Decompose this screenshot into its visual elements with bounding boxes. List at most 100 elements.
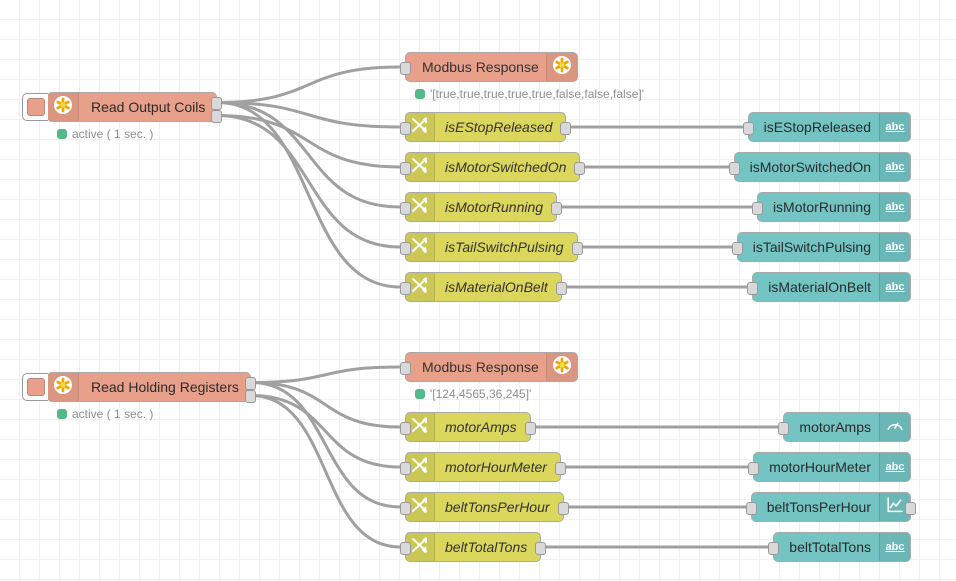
holding-registers-flow-change-motorHourMeter-output-port-1[interactable] bbox=[555, 461, 566, 475]
output-coils-flow-widget-isTailSwitchPulsing-label: isTailSwitchPulsing bbox=[752, 239, 871, 255]
holding-registers-flow-source-inject-button[interactable] bbox=[22, 373, 48, 401]
holding-registers-flow-widget-motorHourMeter-input-port[interactable] bbox=[748, 461, 759, 475]
output-coils-flow-change-isTailSwitchPulsing-label: isTailSwitchPulsing bbox=[445, 239, 564, 255]
holding-registers-flow-change-beltTotalTons-output-port-1[interactable] bbox=[535, 541, 546, 555]
output-coils-flow-change-isTailSwitchPulsing-input-port[interactable] bbox=[400, 241, 411, 255]
holding-registers-flow-source-status-text: active ( 1 sec. ) bbox=[72, 407, 154, 421]
holding-registers-flow-response-node-input-port[interactable] bbox=[400, 361, 411, 375]
output-coils-flow-change-isEStopReleased[interactable]: isEStopReleased bbox=[400, 112, 571, 142]
holding-registers-flow-response-status: '[124,4565,36,245]' bbox=[415, 388, 531, 400]
output-coils-flow-widget-isMotorRunning-input-port[interactable] bbox=[752, 201, 763, 215]
holding-registers-flow-change-beltTotalTons[interactable]: beltTotalTons bbox=[400, 532, 546, 562]
output-coils-flow-change-isMotorRunning-output-port-1[interactable] bbox=[551, 201, 562, 215]
modbus-icon bbox=[552, 55, 572, 80]
output-coils-flow-widget-isMotorRunning-label: isMotorRunning bbox=[772, 199, 871, 215]
holding-registers-flow-response-node[interactable]: Modbus Response bbox=[400, 352, 578, 382]
holding-registers-flow-widget-beltTotalTons-input-port[interactable] bbox=[768, 541, 779, 555]
output-coils-flow-widget-isMaterialOnBelt[interactable]: isMaterialOnBelt abc bbox=[747, 272, 911, 302]
output-coils-flow-change-isMotorSwitchedOn[interactable]: isMotorSwitchedOn bbox=[400, 152, 585, 182]
output-coils-flow-widget-isMotorRunning[interactable]: isMotorRunning abc bbox=[752, 192, 911, 222]
output-coils-flow-widget-isMaterialOnBelt-body: isMaterialOnBelt bbox=[753, 273, 879, 301]
output-coils-flow-change-isMotorRunning-input-port[interactable] bbox=[400, 201, 411, 215]
holding-registers-flow-change-beltTonsPerHour-input-port[interactable] bbox=[400, 501, 411, 515]
holding-registers-flow-response-node-body: Modbus Response bbox=[406, 353, 546, 381]
holding-registers-flow-source-inject-pad bbox=[26, 378, 45, 396]
output-coils-flow-widget-isMaterialOnBelt-input-port[interactable] bbox=[747, 281, 758, 295]
holding-registers-flow-change-motorHourMeter[interactable]: motorHourMeter bbox=[400, 452, 566, 482]
text-abc-icon-wrap: abc bbox=[879, 273, 910, 301]
output-coils-flow-source-node-output-port-1[interactable] bbox=[211, 97, 222, 110]
chart-icon-wrap bbox=[879, 493, 910, 521]
holding-registers-flow-response-node-label: Modbus Response bbox=[422, 359, 539, 375]
holding-registers-flow-change-motorAmps[interactable]: motorAmps bbox=[400, 412, 536, 442]
holding-registers-flow-source-node-output-port-2[interactable] bbox=[245, 390, 256, 403]
holding-registers-flow-widget-beltTonsPerHour-output-port-1[interactable] bbox=[905, 501, 916, 515]
text-abc-icon: abc bbox=[885, 280, 905, 293]
output-coils-flow-widget-isMotorSwitchedOn-body: isMotorSwitchedOn bbox=[735, 153, 879, 181]
holding-registers-flow-change-beltTotalTons-label: beltTotalTons bbox=[445, 539, 528, 555]
wire bbox=[216, 101, 401, 209]
change-icon bbox=[410, 235, 430, 260]
holding-registers-flow-change-motorAmps-input-port[interactable] bbox=[400, 421, 411, 435]
holding-registers-flow-change-motorHourMeter-input-port[interactable] bbox=[400, 461, 411, 475]
output-coils-flow-change-isMotorRunning[interactable]: isMotorRunning bbox=[400, 192, 562, 222]
holding-registers-flow-change-motorAmps-output-port-1[interactable] bbox=[525, 421, 536, 435]
output-coils-flow-change-isTailSwitchPulsing-output-port-1[interactable] bbox=[572, 241, 583, 255]
output-coils-flow-response-node-body: Modbus Response bbox=[406, 53, 546, 81]
holding-registers-flow-widget-beltTonsPerHour[interactable]: beltTonsPerHour bbox=[746, 492, 916, 522]
text-abc-icon: abc bbox=[885, 120, 905, 133]
change-icon bbox=[410, 495, 430, 520]
output-coils-flow-widget-isEStopReleased-input-port[interactable] bbox=[743, 121, 754, 135]
holding-registers-flow-source-node-output-port-1[interactable] bbox=[245, 377, 256, 390]
holding-registers-flow-widget-motorAmps[interactable]: motorAmps bbox=[778, 412, 911, 442]
output-coils-flow-change-isEStopReleased-input-port[interactable] bbox=[400, 121, 411, 135]
output-coils-flow-change-isTailSwitchPulsing[interactable]: isTailSwitchPulsing bbox=[400, 232, 583, 262]
output-coils-flow-change-isTailSwitchPulsing-body: isTailSwitchPulsing bbox=[435, 233, 577, 261]
holding-registers-flow-change-beltTonsPerHour-output-port-1[interactable] bbox=[558, 501, 569, 515]
holding-registers-flow-change-beltTonsPerHour[interactable]: beltTonsPerHour bbox=[400, 492, 569, 522]
wire bbox=[250, 394, 401, 469]
output-coils-flow-change-isEStopReleased-output-port-1[interactable] bbox=[560, 121, 571, 135]
output-coils-flow-change-isEStopReleased-label: isEStopReleased bbox=[445, 119, 553, 135]
output-coils-flow-change-isMaterialOnBelt-label: isMaterialOnBelt bbox=[445, 279, 548, 295]
modbus-icon-wrap bbox=[546, 353, 577, 381]
holding-registers-flow-source-node[interactable]: Read Holding Registers bbox=[47, 372, 256, 403]
output-coils-flow-widget-isTailSwitchPulsing-input-port[interactable] bbox=[732, 241, 743, 255]
output-coils-flow-response-node-input-port[interactable] bbox=[400, 61, 411, 75]
holding-registers-flow-source-status-dot bbox=[57, 409, 67, 419]
holding-registers-flow-widget-motorAmps-input-port[interactable] bbox=[778, 421, 789, 435]
modbus-icon-wrap bbox=[546, 53, 577, 81]
output-coils-flow-change-isEStopReleased-body: isEStopReleased bbox=[435, 113, 565, 141]
text-abc-icon-wrap: abc bbox=[879, 153, 910, 181]
output-coils-flow-source-node-output-port-2[interactable] bbox=[211, 110, 222, 123]
text-abc-icon: abc bbox=[885, 200, 905, 213]
holding-registers-flow-source-status: active ( 1 sec. ) bbox=[57, 408, 153, 420]
output-coils-flow-source-status-dot bbox=[57, 129, 67, 139]
output-coils-flow-widget-isMotorSwitchedOn-input-port[interactable] bbox=[729, 161, 740, 175]
holding-registers-flow-change-beltTotalTons-input-port[interactable] bbox=[400, 541, 411, 555]
output-coils-flow-change-isMaterialOnBelt-output-port-1[interactable] bbox=[556, 281, 567, 295]
output-coils-flow-widget-isTailSwitchPulsing-body: isTailSwitchPulsing bbox=[738, 233, 879, 261]
output-coils-flow-change-isMaterialOnBelt[interactable]: isMaterialOnBelt bbox=[400, 272, 567, 302]
holding-registers-flow-widget-beltTotalTons-label: beltTotalTons bbox=[789, 539, 871, 555]
holding-registers-flow-widget-beltTonsPerHour-input-port[interactable] bbox=[746, 501, 757, 515]
holding-registers-flow-widget-motorHourMeter-body: motorHourMeter bbox=[754, 453, 879, 481]
output-coils-flow-change-isMaterialOnBelt-input-port[interactable] bbox=[400, 281, 411, 295]
modbus-icon-wrap bbox=[48, 93, 79, 121]
output-coils-flow-change-isMaterialOnBelt-body: isMaterialOnBelt bbox=[435, 273, 561, 301]
output-coils-flow-source-inject-button[interactable] bbox=[22, 93, 48, 121]
holding-registers-flow-source-node-label: Read Holding Registers bbox=[91, 379, 239, 395]
output-coils-flow-change-isMotorSwitchedOn-input-port[interactable] bbox=[400, 161, 411, 175]
output-coils-flow-change-isMotorSwitchedOn-output-port-1[interactable] bbox=[574, 161, 585, 175]
output-coils-flow-source-inject-pad bbox=[26, 98, 45, 116]
output-coils-flow-source-node[interactable]: Read Output Coils bbox=[47, 92, 222, 123]
output-coils-flow-response-node[interactable]: Modbus Response bbox=[400, 52, 578, 82]
holding-registers-flow-change-beltTonsPerHour-label: beltTonsPerHour bbox=[445, 499, 550, 515]
wire bbox=[216, 65, 401, 104]
